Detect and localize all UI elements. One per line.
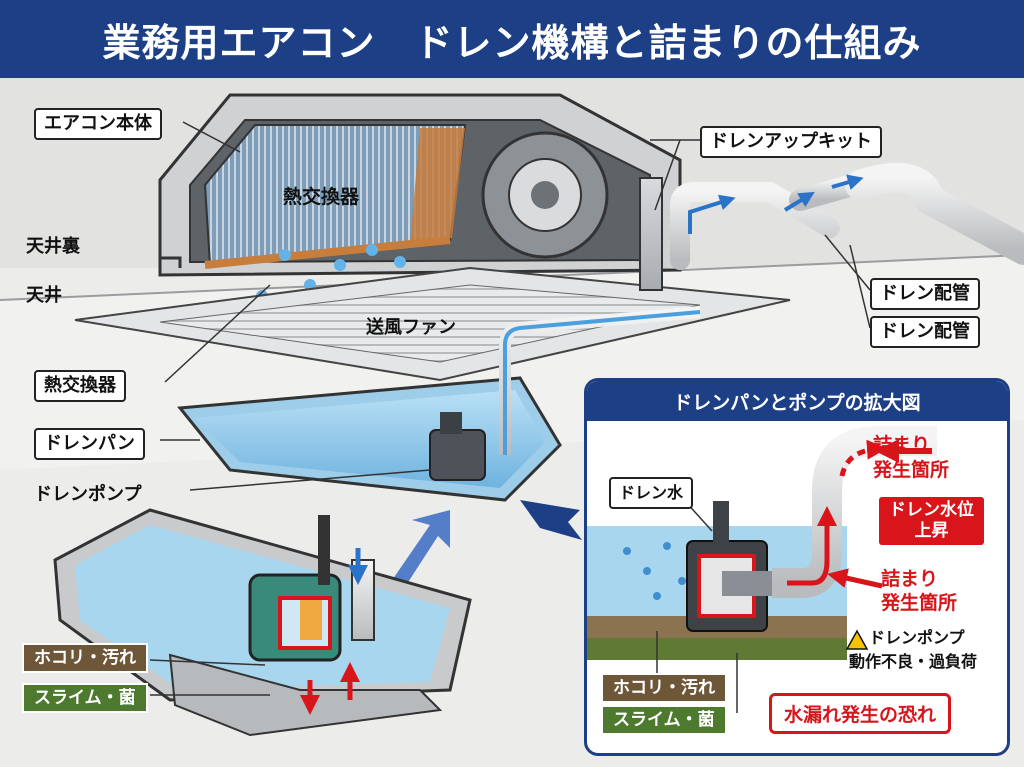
ceiling-grille-panel [74, 266, 791, 382]
tag-dust-left: ホコリ・汚れ [22, 643, 148, 673]
enlarged-pump [248, 515, 375, 715]
label-ceiling-space: 天井裏 [26, 236, 80, 257]
label-drain-water: ドレン水 [609, 477, 694, 509]
label-heat-exchanger-left: 熱交換器 [34, 370, 126, 402]
label-drain-pipe-2: ドレン配管 [870, 316, 980, 348]
clog-point-2-line2: 発生箇所 [881, 592, 958, 614]
label-unit-body: エアコン本体 [34, 108, 162, 140]
water-level-rise-box: ドレン水位 上昇 [879, 497, 984, 545]
water-level-rise-line2: 上昇 [914, 521, 949, 541]
drain-pump-unit [429, 412, 486, 481]
title-bar: 業務用エアコン ドレン機構と詰まりの仕組み [0, 0, 1024, 78]
tag-dust-zoom: ホコリ・汚れ [601, 673, 727, 703]
label-drain-up-kit: ドレンアップキット [700, 126, 882, 158]
label-blower-fan: 送風ファン [366, 317, 456, 338]
zoom-panel: ドレンパンとポンプの拡大図 ドレン水 詰まり 発生箇所 ドレン水位 上昇 詰まり… [584, 378, 1010, 756]
zoom-illustration [587, 426, 937, 713]
label-drain-pipe-1: ドレン配管 [870, 278, 980, 310]
blower-fan [481, 131, 609, 259]
zoom-panel-title: ドレンパンとポンプの拡大図 [587, 381, 1007, 421]
pump-warning-line2: 動作不良・過負荷 [849, 652, 978, 671]
label-drain-pan: ドレンパン [34, 428, 145, 460]
water-level-rise-line1: ドレン水位 [889, 500, 974, 520]
tag-slime-left: スライム・菌 [22, 683, 148, 713]
pump-warning-line1: ドレンポンプ [869, 628, 965, 647]
label-ceiling: 天井 [26, 285, 62, 306]
clog-point-1-line1: 詰まり [873, 434, 931, 456]
clog-point-1-line2: 発生箇所 [873, 459, 950, 481]
zoom-arrow-right [520, 500, 582, 540]
leader-lines [160, 121, 871, 491]
leak-risk-box: 水漏れ発生の恐れ [769, 693, 952, 734]
label-heat-exchanger-top: 熱交換器 [283, 186, 360, 208]
tag-slime-zoom: スライム・菌 [601, 705, 727, 735]
label-drain-pump: ドレンポンプ [34, 484, 142, 505]
warning-triangle-icon [845, 629, 869, 650]
clog-point-2-line1: 詰まり [881, 568, 939, 590]
page-title: 業務用エアコン ドレン機構と詰まりの仕組み [102, 20, 922, 65]
heat-exchanger-coil [203, 124, 467, 269]
